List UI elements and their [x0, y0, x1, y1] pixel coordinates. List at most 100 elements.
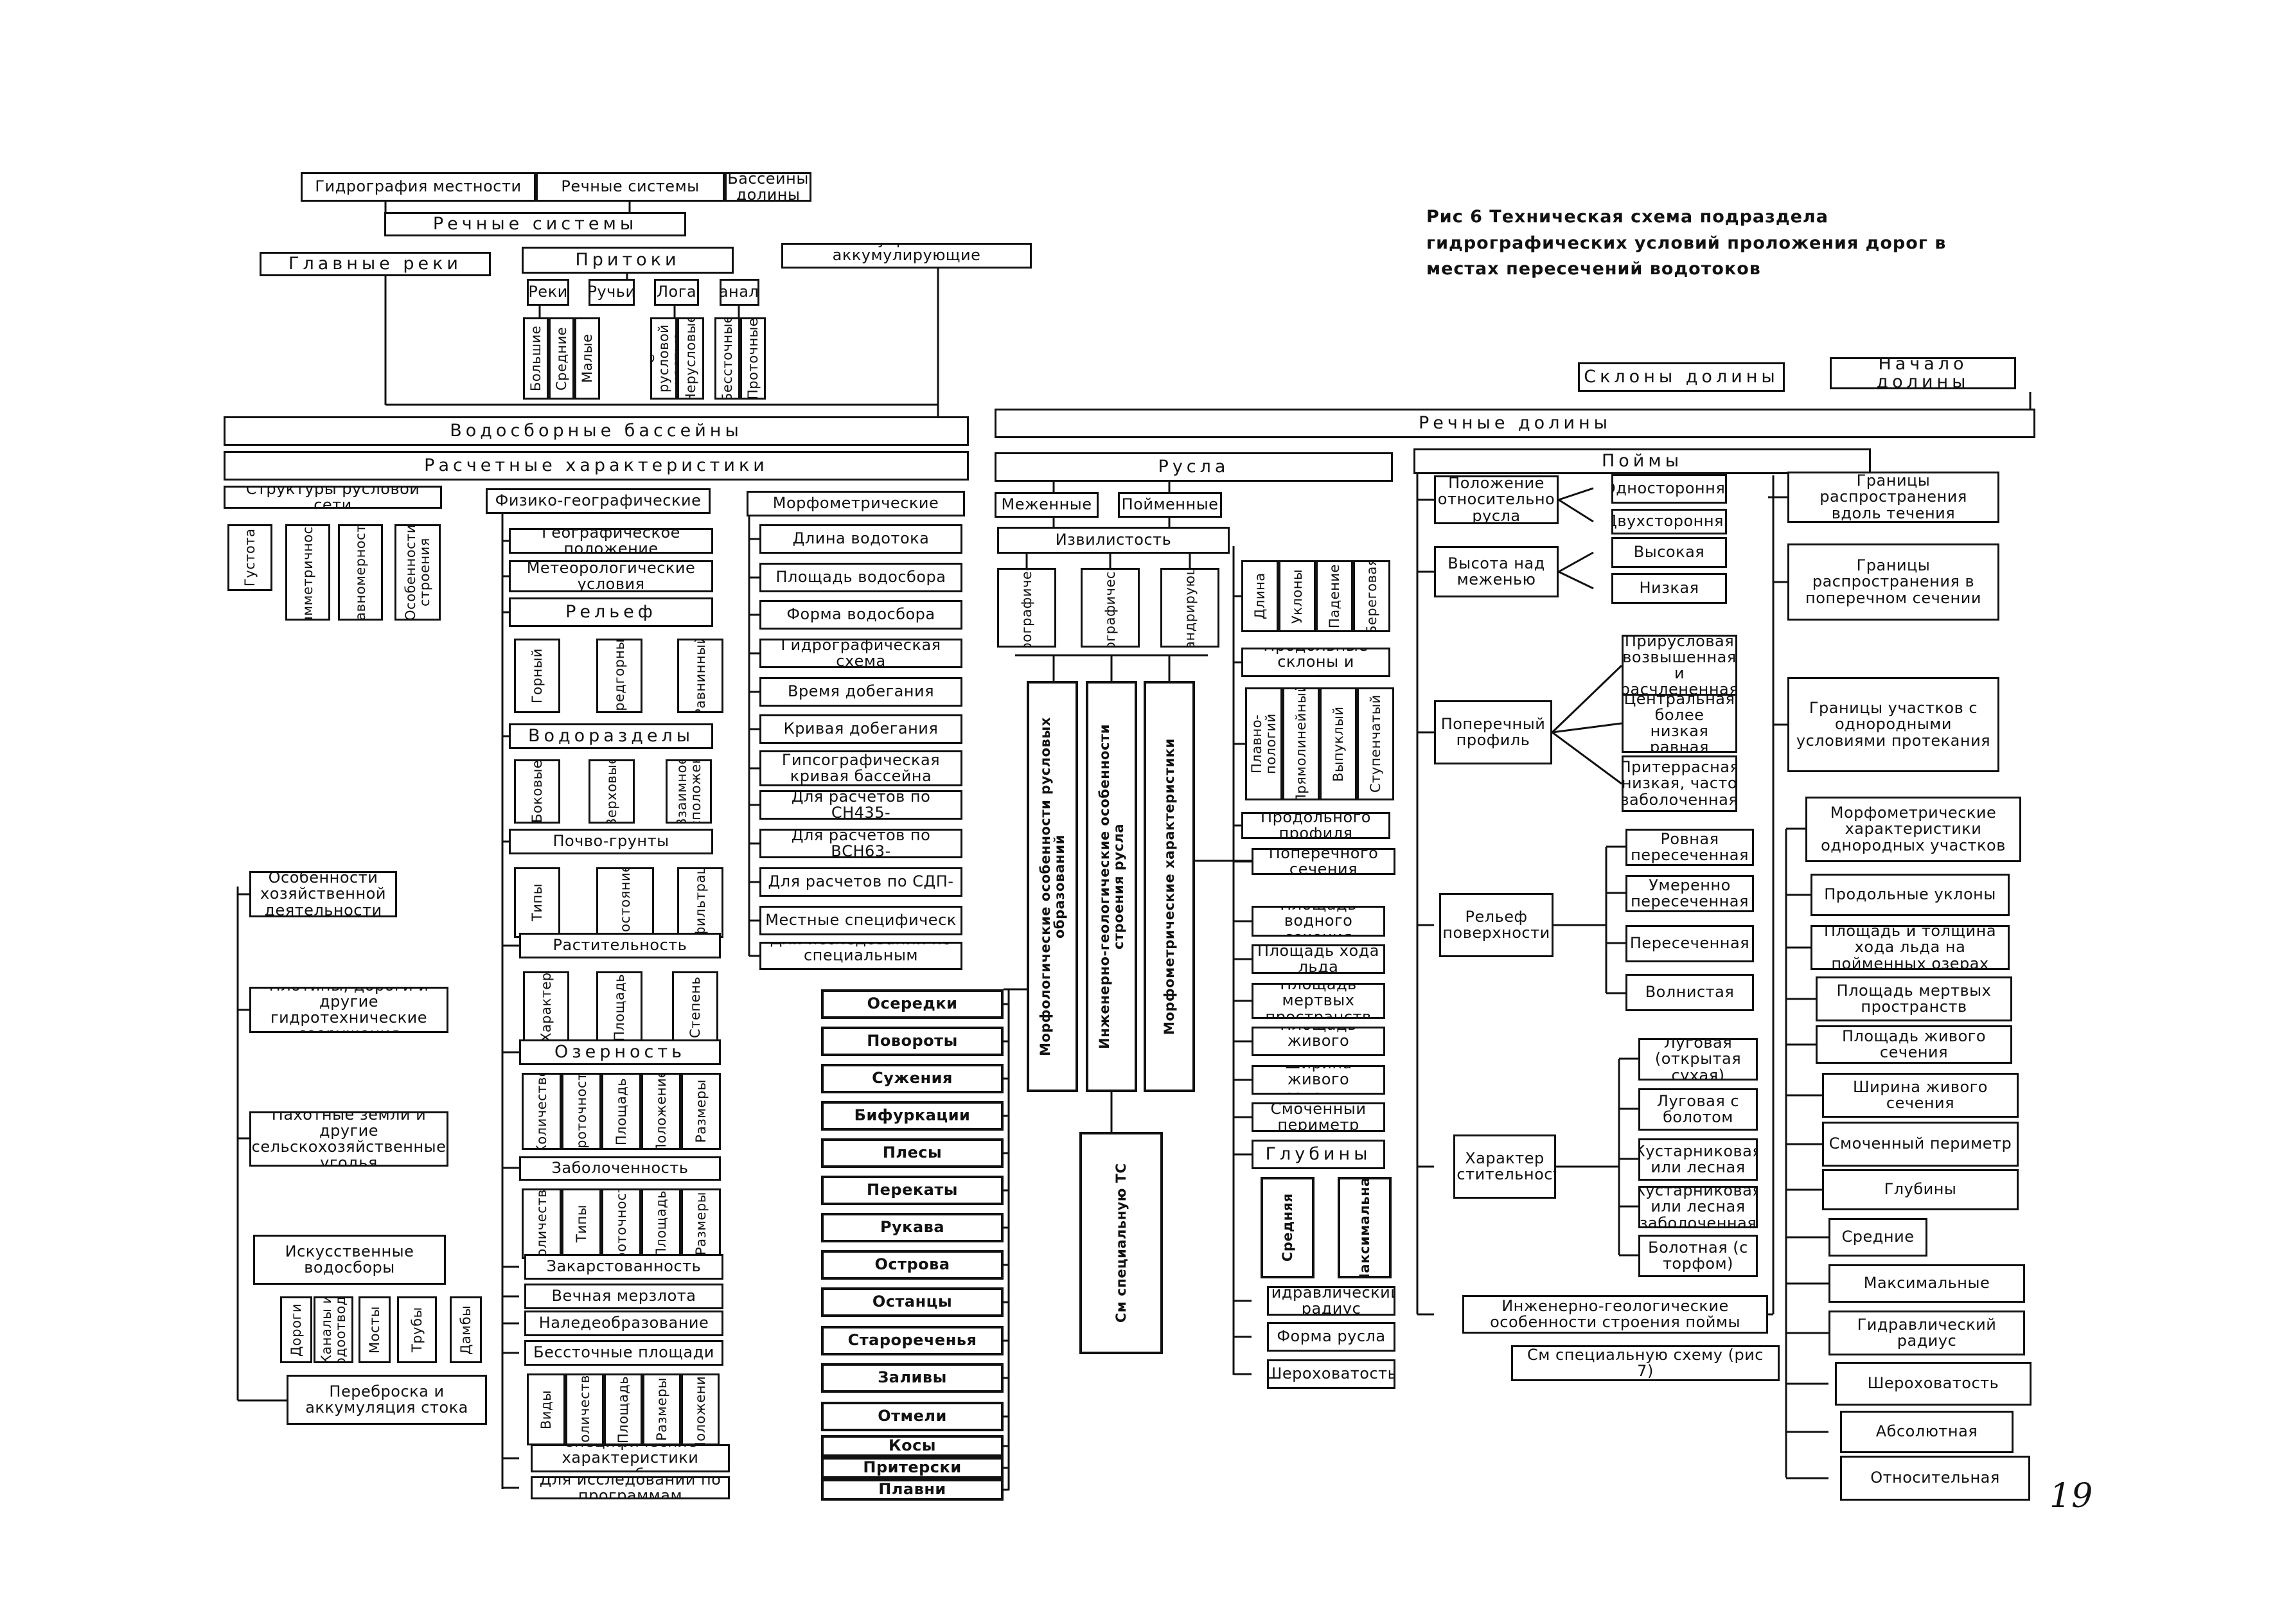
node-relpov-box: Рельеф поверхности: [1439, 893, 1554, 957]
node-pl-tol-box: Площадь и толщина хода льда на пойменных…: [1810, 925, 2010, 970]
node-rovn-box: Ровная пересеченная: [1625, 829, 1754, 866]
node-pl-hoda-box: Площадь хода льда: [1252, 944, 1385, 974]
node-pryam-box: Прямолинейный: [1282, 687, 1320, 800]
node-bok-box: Боковые: [514, 759, 560, 824]
node-har-box: Характер: [523, 971, 569, 1043]
node-dl-box: Длина: [1241, 560, 1279, 632]
node-vysok-box: Высокая: [1611, 537, 1727, 568]
figure-caption: Рис 6 Техническая схема подраздела гидро…: [1426, 207, 1947, 279]
node-rusla-box: Русла: [995, 452, 1393, 482]
node-sklony-box: Склоны долины: [1578, 362, 1785, 392]
node-pol-opr-box: Положение относительно русла: [1434, 475, 1559, 524]
node-pp1-box: Прирусловая возвышенная и расчлененная: [1622, 635, 1737, 696]
node-kanaly2-box: Каналы и водоотводы: [314, 1296, 353, 1363]
node-sredn2-box: Средние: [1828, 1218, 1927, 1257]
connector-line: [1552, 722, 1622, 734]
node-pp3-box: Притеррасная низкая, часто заболоченная: [1622, 755, 1737, 812]
node-bs4-box: Размеры: [642, 1373, 681, 1445]
connector-line: [1558, 499, 1594, 523]
node-gran1-box: Границы распространения вдоль течения: [1787, 472, 1999, 523]
node-gr-box: Главные реки: [260, 252, 491, 276]
node-plavni-box: Плавни: [821, 1479, 1004, 1501]
node-rd-box: Речные долины: [995, 409, 2035, 438]
node-stup-box: Ступенчатый: [1357, 687, 1394, 800]
node-predg-box: Предгорный: [596, 639, 642, 713]
node-ozer2-box: Проточность: [562, 1073, 601, 1150]
node-vzaim-box: Взаимное расположение: [666, 759, 712, 824]
node-pop-sech-box: Поперечного сечения: [1252, 848, 1395, 875]
node-ravn-box: Равномерность: [338, 524, 383, 621]
node-prit-box: Притерски: [821, 1457, 1004, 1479]
node-har-rast-box: Характер растительности: [1453, 1134, 1556, 1199]
node-dorogi-box: Дороги: [280, 1296, 312, 1363]
node-loga-box: Лога: [654, 279, 699, 306]
node-glub-box: Глубины: [1252, 1140, 1385, 1169]
node-odnost-box: Односторонняя: [1611, 474, 1727, 504]
node-bessp-box: Бессточные площади: [524, 1340, 723, 1366]
node-sred-box: Средние: [549, 317, 574, 400]
node-rel-box: Рельеф: [509, 597, 713, 627]
node-bs5-box: Положение: [681, 1373, 720, 1445]
node-top1-box: Гидрография местности: [301, 172, 536, 202]
node-spec1-box: Специфические характеристики водосбора: [531, 1444, 730, 1472]
node-sm2-box: См специальную схему (рис 7): [1511, 1345, 1780, 1381]
node-orogr-box: Орографическая: [1081, 568, 1140, 648]
node-osered-box: Осередки: [821, 989, 1004, 1019]
node-pop-prof-box: Поперечный профиль: [1434, 700, 1552, 764]
node-vsn-box: Для расчетов по ВСН63-: [759, 829, 962, 858]
node-zab2-box: Типы: [562, 1188, 601, 1259]
node-otmeli-box: Отмели: [821, 1402, 1004, 1431]
node-umer-box: Умеренно пересеченная: [1625, 875, 1754, 912]
connector-line: [1558, 570, 1594, 590]
node-tipy-box: Типы: [514, 867, 560, 938]
node-sm-box: См специальную ТС: [1079, 1132, 1163, 1354]
node-pojmy-box: Поймы: [1413, 448, 1871, 474]
node-top2-box: Речные системы: [536, 172, 725, 202]
node-zab5-box: Размеры: [681, 1188, 721, 1259]
node-srs-box: Структуры русловой сети: [224, 486, 442, 509]
node-osob-box: Особенности строения: [394, 524, 441, 621]
node-bessr-box: Бессточные: [714, 317, 740, 400]
node-perebr-box: Переброска и аккумуляция стока: [287, 1375, 487, 1425]
node-bs3-box: Площадь: [604, 1373, 642, 1445]
node-ozer3-box: Площадь: [601, 1073, 641, 1150]
node-lug-box: Луговая (открытая сухая): [1638, 1038, 1758, 1081]
node-gorn-box: Горный: [514, 639, 560, 713]
connector-line: [1552, 731, 1622, 785]
node-sdp-box: Для расчетов по СДП-: [759, 867, 962, 897]
node-zakar-box: Закарстованность: [524, 1254, 723, 1280]
node-gips-box: Гипсографическая кривая бассейна: [759, 750, 962, 786]
node-zab-box: Заболоченность: [519, 1156, 721, 1181]
node-reki-box: Реки: [527, 279, 569, 306]
node-truby-box: Трубы: [397, 1296, 437, 1363]
node-inzh-box: Инженерно-геологические особенности стро…: [1086, 681, 1137, 1092]
node-maks-box: Максимальная: [1338, 1177, 1392, 1278]
node-issl-box: Для исследований по специальным программ…: [759, 942, 962, 970]
node-simm-box: Симметричность: [285, 524, 330, 621]
node-vodor-box: Водоразделы: [509, 723, 713, 749]
node-rs-box: Речные системы: [384, 212, 686, 236]
node-ostancy-box: Останцы: [821, 1287, 1004, 1317]
node-rukava-box: Рукава: [821, 1213, 1004, 1242]
node-pochv-box: Почво-грунты: [509, 829, 713, 854]
node-suzh-box: Сужения: [821, 1064, 1004, 1093]
node-ruchi-box: Ручьи: [589, 279, 635, 306]
node-vys-nad-box: Высота над меженью: [1434, 546, 1559, 597]
node-gran2-box: Границы распространения в поперечном сеч…: [1787, 543, 1999, 621]
node-ruslovoy-box: С русловой частью: [650, 317, 677, 400]
node-vremya-box: Время добегания: [759, 677, 962, 707]
node-zab4-box: Площадь: [641, 1188, 681, 1259]
node-pp2-box: Центральная более низкая равная: [1622, 694, 1737, 753]
node-ravnin-box: Равнинный: [677, 639, 723, 713]
node-kriv-box: Кривая добегания: [759, 714, 962, 744]
node-smoch-box: Смоченный периметр: [1252, 1102, 1385, 1132]
node-sn435-box: Для расчетов по СН435-: [759, 790, 962, 820]
node-plavno-box: Плавно-пологий: [1245, 687, 1282, 800]
node-sher2-box: Шероховатость: [1835, 1362, 2032, 1406]
node-gidr-rad-box: Гидравлический радиус: [1267, 1286, 1395, 1316]
node-ozer5-box: Размеры: [681, 1073, 721, 1150]
node-plosh-box: Площадь: [596, 971, 642, 1043]
node-meteo-box: Метеорологические условия: [509, 560, 713, 592]
node-verh-box: Верховые: [589, 759, 635, 824]
